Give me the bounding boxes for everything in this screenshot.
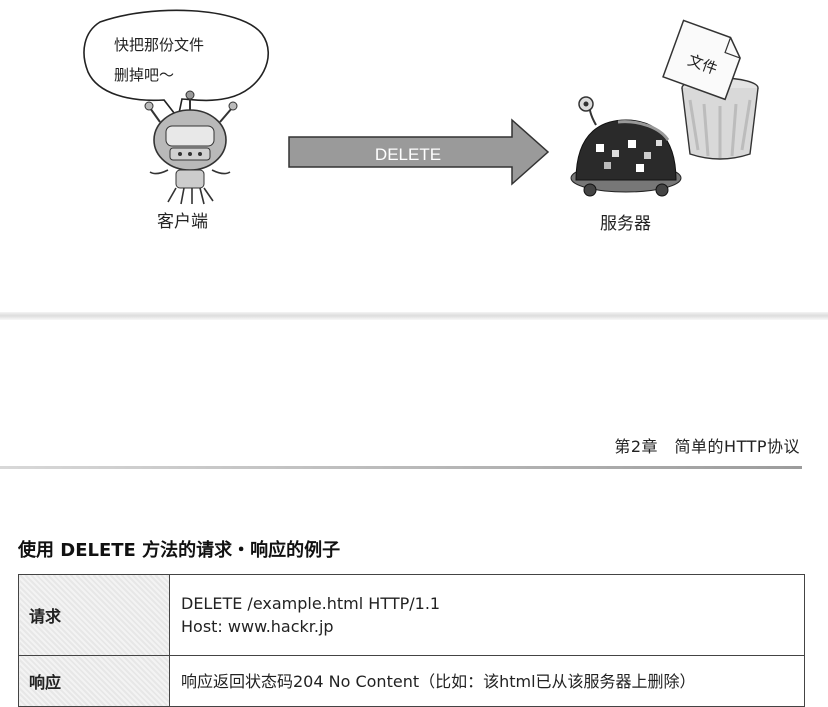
server-label: 服务器	[600, 214, 651, 234]
request-line-2: Host: www.hackr.jp	[181, 617, 334, 636]
speech-bubble-line-1: 快把那份文件	[114, 36, 204, 54]
request-label: 请求	[18, 574, 170, 656]
server-robot-icon	[570, 96, 682, 197]
section-title: 使用 DELETE 方法的请求・响应的例子	[18, 540, 341, 561]
file-icon: 文件	[662, 19, 741, 101]
chapter-header: 第2章 简单的HTTP协议	[614, 437, 800, 456]
header-rule	[0, 466, 802, 469]
request-line-1: DELETE /example.html HTTP/1.1	[181, 594, 441, 613]
response-label: 响应	[18, 655, 170, 707]
speech-bubble: 快把那份文件 删掉吧～	[83, 9, 269, 120]
client-robot-icon	[144, 90, 238, 205]
page-divider	[0, 312, 828, 320]
response-row: 响应 响应返回状态码204 No Content（比如：该html已从该服务器上…	[18, 655, 805, 707]
response-content: 响应返回状态码204 No Content（比如：该html已从该服务器上删除）	[169, 655, 805, 707]
request-content: DELETE /example.html HTTP/1.1 Host: www.…	[169, 574, 805, 656]
example-table: 请求 DELETE /example.html HTTP/1.1 Host: w…	[18, 574, 805, 707]
arrow-label: DELETE	[375, 145, 441, 164]
client-label: 客户端	[157, 212, 208, 232]
speech-bubble-line-2: 删掉吧～	[114, 66, 174, 84]
request-row: 请求 DELETE /example.html HTTP/1.1 Host: w…	[18, 574, 805, 656]
delete-illustration: 快把那份文件 删掉吧～ DELETE	[83, 9, 759, 205]
delete-arrow: DELETE	[288, 118, 550, 186]
